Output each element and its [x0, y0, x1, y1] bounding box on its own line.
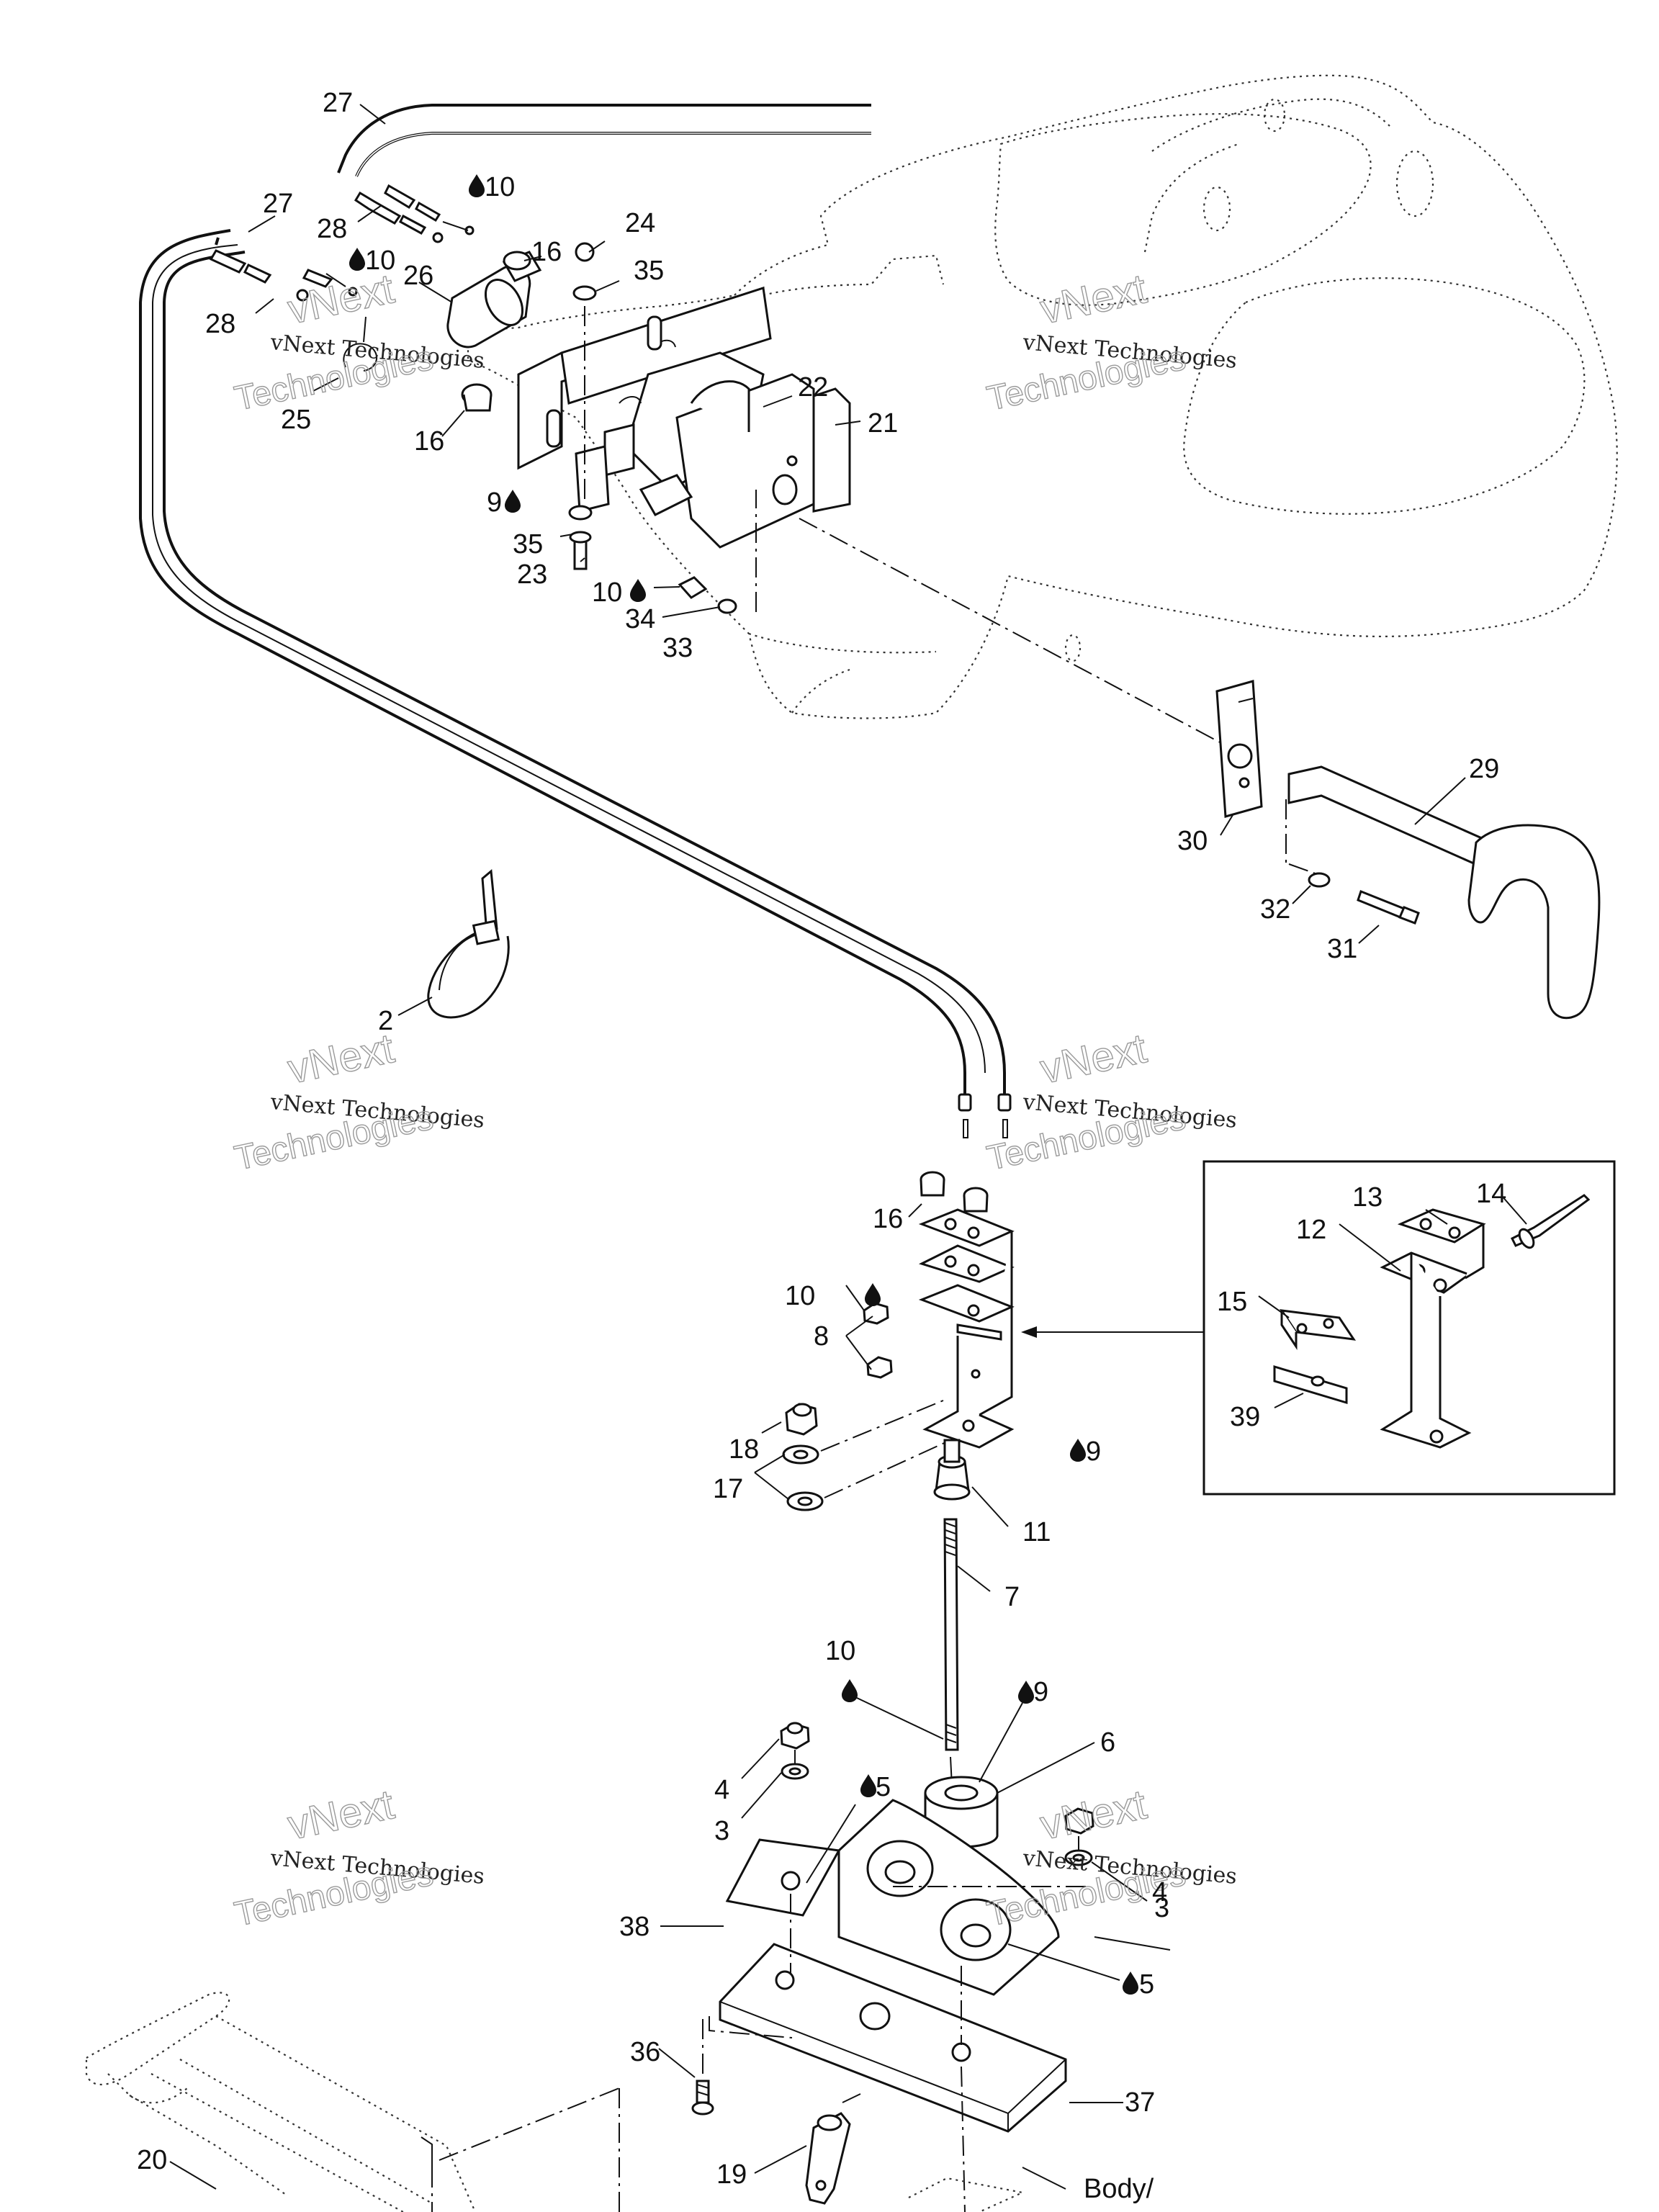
- callout-5a: 5: [876, 1772, 891, 1802]
- watermark-left-middle: vNext vNext Technologies Technologies: [231, 1025, 486, 1179]
- watermark-right-top: vNext vNext Technologies Technologies: [984, 265, 1238, 419]
- callout-12: 12: [1296, 1215, 1326, 1245]
- lower-mount-assembly: [85, 1722, 1094, 2212]
- callout-28a: 28: [317, 214, 347, 244]
- callout-25: 25: [281, 405, 311, 435]
- upper-shift-mechanism: [343, 242, 1246, 757]
- callout-10a: 10: [485, 172, 515, 202]
- vehicle-body-outline: [467, 74, 1618, 719]
- callout-4b: 4: [1152, 1877, 1167, 1907]
- callout-26: 26: [403, 261, 433, 291]
- callout-6: 6: [1100, 1727, 1115, 1758]
- svg-text:vNext: vNext: [284, 1781, 398, 1848]
- callout-19: 19: [716, 2159, 747, 2190]
- callout-11: 11: [1022, 1517, 1051, 1547]
- callout-37: 37: [1125, 2087, 1155, 2118]
- svg-text:vNext: vNext: [1036, 265, 1151, 333]
- middle-bracket-assembly: [782, 1171, 1015, 1786]
- callout-14: 14: [1476, 1179, 1506, 1209]
- callout-2: 2: [378, 1006, 393, 1036]
- callout-21: 21: [868, 408, 898, 439]
- callout-33: 33: [662, 633, 693, 663]
- callout-34: 34: [625, 604, 655, 634]
- leader-lines: [169, 104, 1527, 2190]
- callout-15: 15: [1217, 1287, 1247, 1317]
- watermark-right-bottom: vNext vNext Technologies Technologies: [984, 1781, 1238, 1935]
- watermark-left-bottom: vNext vNext Technologies Technologies: [231, 1781, 486, 1935]
- callout-24: 24: [625, 208, 655, 238]
- callout-38: 38: [619, 1912, 649, 1942]
- callout-18: 18: [729, 1434, 759, 1465]
- inset-pointer-arrow: [1021, 1326, 1037, 1338]
- svg-text:vNext: vNext: [1036, 1781, 1151, 1848]
- callout-9c: 9: [1033, 1677, 1048, 1707]
- callout-7: 7: [1004, 1582, 1020, 1612]
- callout-20: 20: [137, 2145, 167, 2175]
- callout-10b: 10: [365, 246, 395, 276]
- callout-31: 31: [1327, 934, 1357, 964]
- callout-39: 39: [1230, 1402, 1260, 1432]
- callout-32: 32: [1260, 894, 1290, 925]
- callout-16b: 16: [414, 426, 444, 457]
- control-cable-lower: [139, 229, 1006, 1102]
- callout-body: Body/: [1084, 2174, 1154, 2204]
- callout-36: 36: [630, 2037, 660, 2067]
- callout-4a: 4: [714, 1775, 729, 1805]
- callout-3b: 3: [1154, 1893, 1169, 1923]
- watermark-right-middle: vNext vNext Technologies Technologies: [984, 1025, 1238, 1179]
- watermark-left-top: vNext vNext Technologies Technologies: [231, 265, 486, 419]
- callout-28b: 28: [205, 309, 235, 339]
- callout-3a: 3: [714, 1816, 729, 1846]
- callout-16c: 16: [873, 1204, 903, 1234]
- callout-10c: 10: [592, 577, 622, 608]
- callout-10d: 10: [785, 1281, 815, 1311]
- callout-29: 29: [1469, 754, 1499, 784]
- callout-17: 17: [713, 1474, 743, 1504]
- cable-end-fittings: [209, 184, 1012, 1138]
- callout-23: 23: [517, 559, 547, 590]
- callout-labels: 27 27 28 28 10 10 24 16 35 26 25 16 22 2…: [137, 88, 1506, 2204]
- callout-27a: 27: [323, 88, 353, 118]
- detail-inset-box: [1202, 1160, 1616, 1496]
- callout-10e: 10: [825, 1636, 855, 1666]
- svg-text:vNext: vNext: [1036, 1025, 1151, 1092]
- callout-16a: 16: [531, 237, 562, 267]
- callout-9b: 9: [1086, 1437, 1101, 1467]
- callout-35b: 35: [513, 529, 543, 559]
- shift-lever-handle: [1215, 680, 1601, 1020]
- callout-13: 13: [1352, 1182, 1382, 1213]
- callout-9a: 9: [487, 487, 502, 518]
- callout-27b: 27: [263, 189, 293, 219]
- callout-5b: 5: [1139, 1969, 1154, 2000]
- callout-30: 30: [1177, 826, 1208, 856]
- callout-35a: 35: [634, 256, 664, 286]
- control-cable-upper: [337, 104, 871, 177]
- callout-8: 8: [814, 1321, 829, 1352]
- cable-tie: [427, 869, 510, 1019]
- callout-22: 22: [798, 372, 828, 403]
